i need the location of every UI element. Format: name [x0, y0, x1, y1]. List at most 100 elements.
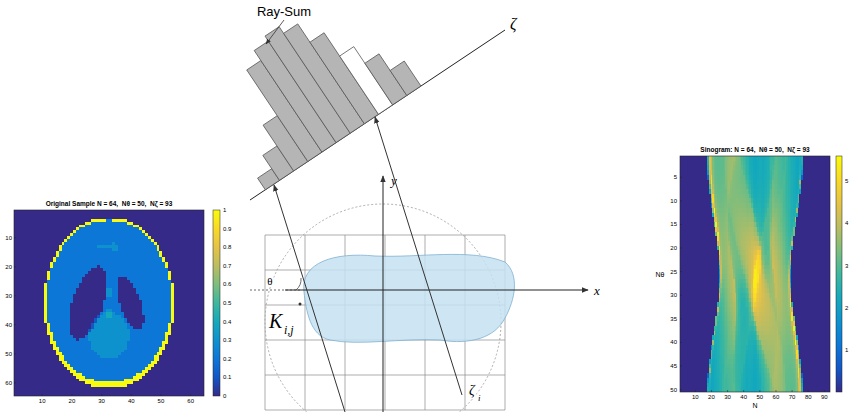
pixel: [159, 262, 162, 265]
pixel: [53, 265, 56, 268]
pixel: [177, 291, 180, 294]
pixel: [70, 219, 73, 222]
pixel: [29, 222, 32, 225]
pixel: [88, 222, 91, 225]
pixel: [20, 271, 23, 274]
pixel: [64, 242, 67, 245]
pixel: [159, 294, 162, 297]
pixel: [133, 291, 136, 294]
pixel: [94, 222, 97, 225]
pixel: [165, 274, 168, 277]
pixel: [17, 239, 20, 242]
pixel: [112, 227, 115, 230]
pixel: [64, 268, 67, 271]
pixel: [85, 210, 88, 213]
pixel: [133, 286, 136, 289]
pixel: [82, 216, 85, 219]
pixel: [142, 283, 145, 286]
pixel: [97, 233, 100, 236]
pixel: [195, 225, 198, 228]
pixel: [162, 262, 165, 265]
pixel: [20, 233, 23, 236]
pixel: [67, 222, 70, 225]
pixel: [26, 210, 29, 213]
pixel: [44, 251, 47, 254]
pixel: [64, 283, 67, 286]
pixel: [32, 254, 35, 257]
pixel: [109, 210, 112, 213]
pixel: [29, 233, 32, 236]
pixel: [73, 283, 76, 286]
pixel: [82, 254, 85, 257]
pixel: [106, 216, 109, 219]
pixel: [121, 297, 124, 300]
pixel: [38, 300, 41, 303]
pixel: [148, 291, 151, 294]
pixel: [177, 213, 180, 216]
pixel: [82, 265, 85, 268]
pixel: [35, 283, 38, 286]
pixel: [121, 216, 124, 219]
pixel: [62, 216, 65, 219]
pixel: [35, 227, 38, 230]
pixel: [159, 259, 162, 262]
pixel: [106, 254, 109, 257]
pixel: [112, 210, 115, 213]
pixel: [177, 262, 180, 265]
pixel: [85, 262, 88, 265]
pixel: [29, 283, 32, 286]
pixel: [136, 257, 139, 260]
pixel: [180, 257, 183, 260]
pixel: [44, 219, 47, 222]
pixel: [85, 271, 88, 274]
pixel: [70, 245, 73, 248]
pixel: [88, 254, 91, 257]
pixel: [32, 277, 35, 280]
pixel: [73, 245, 76, 248]
pixel: [14, 300, 17, 303]
pixel: [180, 277, 183, 280]
pixel: [151, 280, 154, 283]
pixel: [133, 274, 136, 277]
pixel: [29, 257, 32, 260]
pixel: [109, 242, 112, 245]
pixel: [76, 213, 79, 216]
pixel: [118, 271, 121, 274]
pixel: [35, 262, 38, 265]
pixel: [151, 251, 154, 254]
pixel: [62, 222, 65, 225]
pixel: [186, 277, 189, 280]
pixel: [97, 286, 100, 289]
pixel: [94, 280, 97, 283]
pixel: [53, 288, 56, 291]
pixel: [177, 236, 180, 239]
pixel: [97, 227, 100, 230]
pixel: [198, 291, 201, 294]
pixel: [192, 283, 195, 286]
pixel: [79, 288, 82, 291]
pixel: [103, 294, 106, 297]
pixel: [109, 262, 112, 265]
pixel: [73, 280, 76, 283]
pixel: [192, 239, 195, 242]
pixel: [195, 291, 198, 294]
pixel: [174, 254, 177, 257]
pixel: [162, 259, 165, 262]
pixel: [94, 216, 97, 219]
pixel: [192, 225, 195, 228]
pixel: [29, 225, 32, 228]
pixel: [109, 251, 112, 254]
pixel: [79, 280, 82, 283]
pixel: [174, 283, 177, 286]
pixel: [177, 283, 180, 286]
pixel: [35, 213, 38, 216]
pixel: [73, 219, 76, 222]
pixel: [115, 254, 118, 257]
pixel: [35, 210, 38, 213]
pixel: [139, 222, 142, 225]
pixel: [59, 262, 62, 265]
pixel: [130, 271, 133, 274]
pixel: [20, 297, 23, 300]
pixel: [67, 225, 70, 228]
pixel: [121, 251, 124, 254]
